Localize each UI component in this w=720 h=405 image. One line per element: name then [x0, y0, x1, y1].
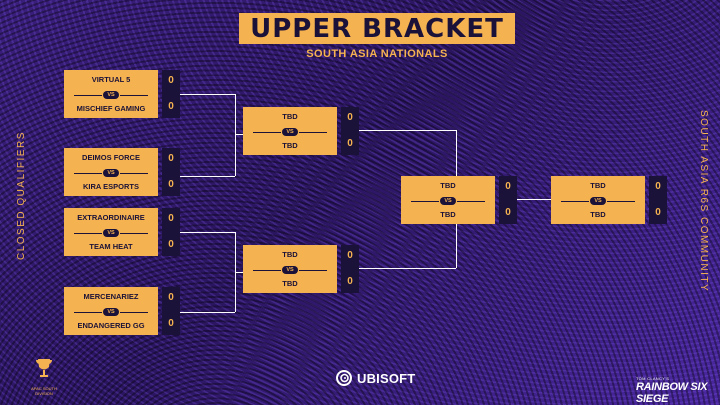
side-label-left: CLOSED QUALIFIERS [16, 131, 27, 260]
apac-logo: APAC SOUTH DIVISION [29, 357, 59, 396]
team-name: MISCHIEF GAMING [76, 104, 146, 113]
score: 0 [347, 112, 353, 123]
subtitle: SOUTH ASIA NATIONALS [306, 48, 448, 60]
score: 0 [168, 239, 174, 250]
apac-logo-line2: DIVISION [35, 391, 53, 396]
score: 0 [168, 179, 174, 190]
connector-line [235, 134, 245, 135]
rainbow-six-siege-logo: TOM CLANCY'S RAINBOW SIX SIEGE [636, 376, 720, 405]
vs-badge: VS [103, 169, 119, 177]
connector-line [235, 94, 236, 176]
team-name: KIRA ESPORTS [83, 182, 139, 191]
team-name: TEAM HEAT [89, 242, 133, 251]
match-r3-1: TBD VS TBD 0 0 [401, 176, 517, 224]
score: 0 [168, 292, 174, 303]
title-banner: UPPER BRACKET [239, 13, 515, 44]
match-r2-1: TBD VS TBD 0 0 [243, 107, 359, 155]
team-name: TBD [590, 210, 606, 219]
connector-line [359, 268, 456, 269]
match-r1-3: EXTRAORDINAIRE VS TEAM HEAT 0 0 [64, 208, 180, 256]
team-name: TBD [282, 141, 298, 150]
team-name: TBD [282, 112, 298, 121]
trophy-icon [36, 359, 52, 377]
siege-logo-text: RAINBOW SIX SIEGE [636, 381, 708, 405]
connector-line [235, 272, 245, 273]
connector-line [359, 130, 456, 131]
vs-badge: VS [103, 308, 119, 316]
match-r1-1: VIRTUAL 5 VS MISCHIEF GAMING 0 0 [64, 70, 180, 118]
match-r2-2: TBD VS TBD 0 0 [243, 245, 359, 293]
vs-badge: VS [282, 266, 298, 274]
score: 0 [168, 213, 174, 224]
vs-badge: VS [103, 229, 119, 237]
vs-badge: VS [103, 91, 119, 99]
page-title: UPPER BRACKET [250, 13, 504, 44]
team-name: TBD [590, 181, 606, 190]
score: 0 [168, 318, 174, 329]
connector-line [180, 94, 235, 95]
connector-line [180, 176, 235, 177]
score: 0 [168, 101, 174, 112]
ubisoft-logo: UBISOFT [336, 370, 415, 386]
team-name: TBD [440, 210, 456, 219]
connector-line [517, 199, 553, 200]
ubisoft-logo-text: UBISOFT [357, 370, 416, 386]
connector-line [180, 232, 235, 233]
match-r4-1: TBD VS TBD 0 0 [551, 176, 667, 224]
score: 0 [347, 138, 353, 149]
team-name: MERCENARIEZ [83, 292, 139, 301]
score: 0 [505, 181, 511, 192]
side-label-right: SOUTH ASIA R6S COMMUNITY [698, 110, 709, 293]
score: 0 [347, 276, 353, 287]
vs-badge: VS [440, 197, 456, 205]
team-name: TBD [440, 181, 456, 190]
score: 0 [655, 207, 661, 218]
match-r1-4: MERCENARIEZ VS ENDANGERED GG 0 0 [64, 287, 180, 335]
score: 0 [168, 75, 174, 86]
score: 0 [655, 181, 661, 192]
team-name: TBD [282, 250, 298, 259]
team-name: ENDANGERED GG [77, 321, 145, 330]
vs-badge: VS [282, 128, 298, 136]
team-name: EXTRAORDINAIRE [77, 213, 145, 222]
team-name: TBD [282, 279, 298, 288]
team-name: DEIMOS FORCE [82, 153, 140, 162]
vs-badge: VS [590, 197, 606, 205]
siege-logo-small: TOM CLANCY'S [636, 376, 670, 381]
score: 0 [168, 153, 174, 164]
team-name: VIRTUAL 5 [91, 75, 131, 84]
connector-line [180, 312, 235, 313]
ubisoft-swirl-icon [336, 370, 352, 386]
score: 0 [347, 250, 353, 261]
match-r1-2: DEIMOS FORCE VS KIRA ESPORTS 0 0 [64, 148, 180, 196]
score: 0 [505, 207, 511, 218]
apac-logo-line1: APAC SOUTH [31, 386, 57, 391]
